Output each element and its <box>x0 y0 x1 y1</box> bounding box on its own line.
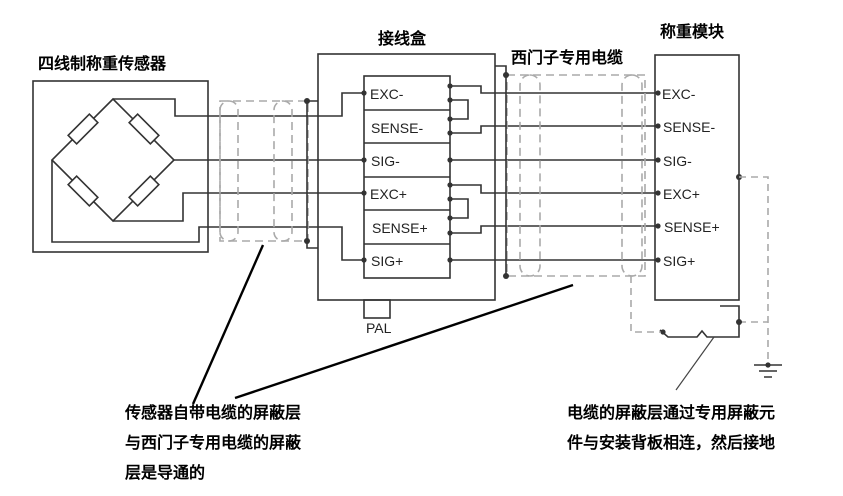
note-left-line-1: 传感器自带电缆的屏蔽层 <box>125 403 302 422</box>
wm-terminal-exc-minus: EXC- <box>662 86 696 102</box>
load-cell-box <box>32 80 209 253</box>
pal-terminal <box>363 299 391 319</box>
note-left: 传感器自带电缆的屏蔽层 与西门子专用电缆的屏蔽 层是导通的 <box>125 398 301 488</box>
jb-terminal-sig-minus: SIG- <box>371 153 400 169</box>
note-right: 电缆的屏蔽层通过专用屏蔽元 件与安装背板相连，然后接地 <box>567 398 775 458</box>
cable-title: 西门子专用电缆 <box>511 48 624 67</box>
pal-label: PAL <box>366 320 392 336</box>
wm-terminal-sense-minus: SENSE- <box>663 119 715 135</box>
leader-line-1 <box>191 244 265 405</box>
jb-terminal-sig-plus: SIG+ <box>371 253 403 269</box>
wire-exc-plus-lc <box>113 192 360 222</box>
jb-terminal-exc-plus: EXC+ <box>370 186 407 202</box>
wm-terminal-sig-plus: SIG+ <box>663 253 695 269</box>
weighing-module-title: 称重模块 <box>660 22 725 41</box>
note-right-line-2: 件与安装背板相连，然后接地 <box>567 433 776 452</box>
wm-terminal-exc-plus: EXC+ <box>663 186 700 202</box>
note-left-line-2: 与西门子专用电缆的屏蔽 <box>125 433 302 452</box>
sensor-cable-shield <box>219 100 309 242</box>
wheatstone-bridge-icon <box>50 97 176 223</box>
jb-terminal-exc-minus: EXC- <box>370 86 404 102</box>
wire-sig-plus-lc <box>51 160 320 243</box>
junction-box <box>317 53 496 301</box>
leader-line-2 <box>234 283 574 400</box>
ground-icon <box>754 362 782 378</box>
load-cell-title: 四线制称重传感器 <box>38 54 167 73</box>
leader-line-3 <box>675 336 715 391</box>
jb-terminal-sense-minus: SENSE- <box>371 120 423 136</box>
note-right-line-1: 电缆的屏蔽层通过专用屏蔽元 <box>567 403 776 422</box>
jb-terminal-sense-plus: SENSE+ <box>372 220 428 236</box>
junction-box-title: 接线盒 <box>378 29 427 48</box>
wm-terminal-sense-plus: SENSE+ <box>664 219 720 235</box>
wire-exc-minus-lc <box>113 98 320 117</box>
siemens-cable-shield <box>506 74 646 277</box>
note-left-line-3: 层是导通的 <box>125 463 206 482</box>
wm-terminal-sig-minus: SIG- <box>663 153 692 169</box>
